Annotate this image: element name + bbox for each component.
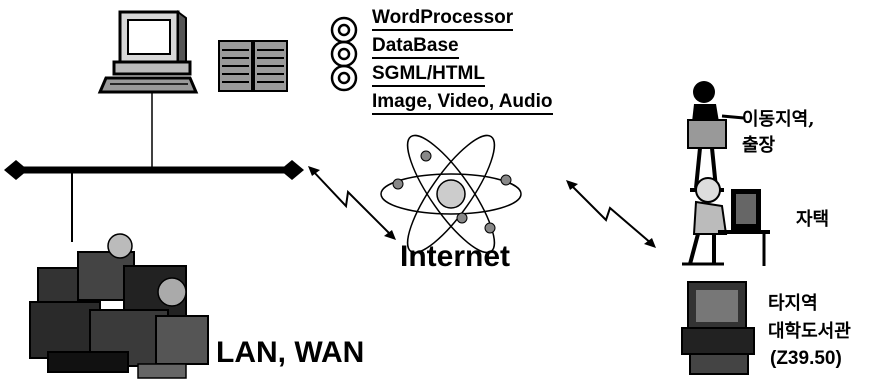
other-university-library-label: 대학도서관 — [768, 321, 851, 342]
wireless-link-left-icon — [308, 166, 396, 240]
mobile-user-figure-icon — [687, 81, 745, 192]
z3950-protocol-label: (Z39.50) — [770, 348, 842, 369]
service-item-sgml-html: SGML/HTML — [372, 62, 485, 87]
mobile-location-label: 이동지역, — [742, 109, 815, 130]
lan-wan-label: LAN, WAN — [216, 336, 365, 369]
service-item-wordprocessor: WordProcessor — [372, 6, 514, 31]
internet-label: Internet — [400, 240, 511, 273]
server-rack-icon — [218, 40, 288, 92]
remote-library-computer-icon — [681, 281, 755, 375]
internet-atom-icon — [380, 134, 522, 254]
workstation-computer-icon — [97, 10, 199, 94]
other-region-label: 타지역 — [768, 293, 818, 314]
bullet-ring-icon — [330, 64, 358, 92]
service-item-multimedia: Image, Video, Audio — [372, 90, 553, 115]
business-trip-label: 출장 — [742, 135, 776, 156]
service-item-database: DataBase — [372, 34, 459, 59]
lan-computer-cluster-icon — [29, 233, 209, 379]
home-label: 자택 — [796, 209, 830, 230]
home-user-desk-icon — [682, 177, 770, 266]
wireless-link-right-icon — [566, 180, 656, 248]
